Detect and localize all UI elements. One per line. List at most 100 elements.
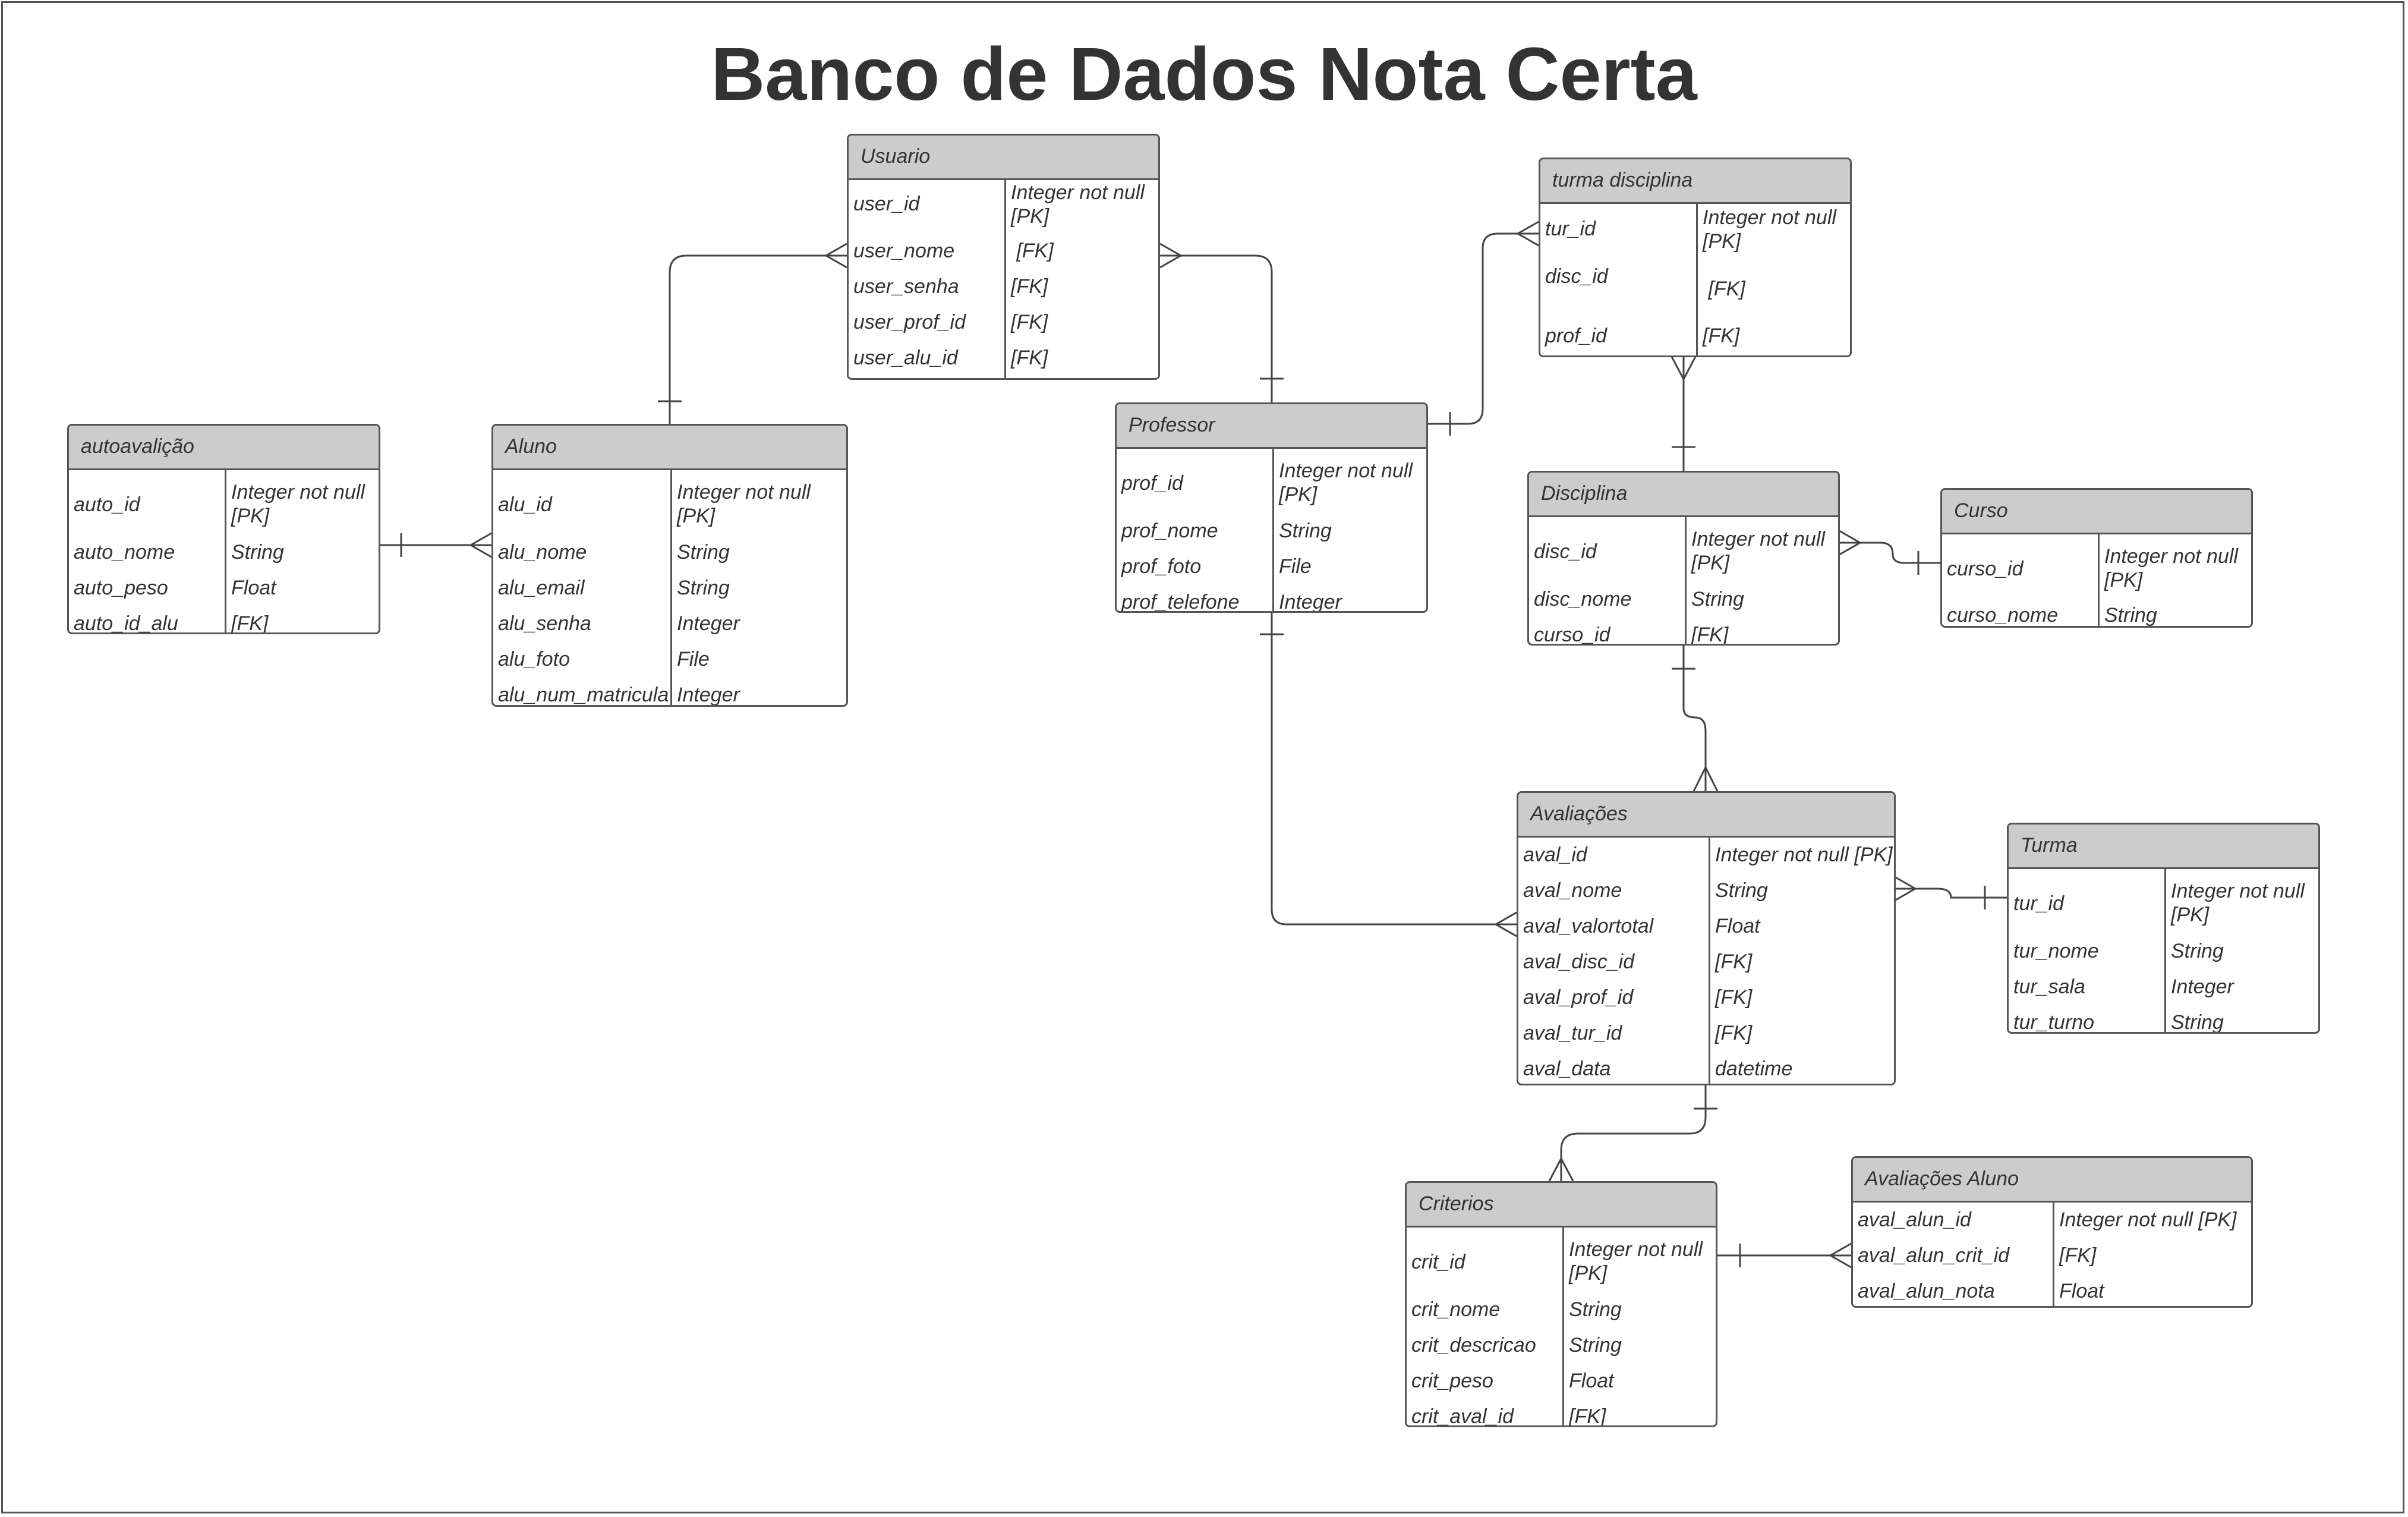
rel-disciplina-curso <box>1839 542 1940 564</box>
rel-avaliacoes-turma <box>1895 887 2007 899</box>
field-type: Float <box>1715 915 1760 937</box>
field-type: [FK] <box>1691 624 1729 646</box>
entity-title: autoavalição <box>69 426 379 470</box>
field-name: disc_id <box>1545 265 1608 288</box>
field-type: String <box>677 541 730 564</box>
field-type: Integer not null [PK] <box>1011 181 1145 228</box>
field-type: String <box>2171 1011 2224 1034</box>
field-type: String <box>231 541 284 564</box>
field-type: Integer <box>2171 975 2234 998</box>
entity-aluno[interactable]: Aluno alu_id Integer not null [PK] alu_n… <box>491 424 848 707</box>
entity-title: Professor <box>1117 404 1426 449</box>
field-name: user_alu_id <box>853 347 958 369</box>
field-type: [FK] <box>1703 278 1745 300</box>
entity-usuario[interactable]: Usuario user_id Integer not null [PK] us… <box>847 134 1160 380</box>
field-type: [FK] <box>1715 951 1753 973</box>
column-divider <box>225 470 226 632</box>
field-name: crit_id <box>1411 1251 1465 1273</box>
field-type: String <box>1279 520 1332 542</box>
crowfoot-turmadisciplina-disciplina <box>1671 356 1697 382</box>
field-name: aval_prof_id <box>1523 986 1634 1009</box>
field-type: datetime <box>1715 1058 1793 1080</box>
entity-title: Aluno <box>493 426 846 470</box>
column-divider <box>1709 838 1710 1084</box>
column-divider <box>1685 517 1687 644</box>
field-name: tur_turno <box>2013 1011 2095 1034</box>
crowfoot-avaliacoes-turma <box>1894 876 1918 902</box>
field-type: Float <box>2059 1280 2104 1302</box>
crowfoot-criterios-avaliacoes <box>1548 1156 1574 1182</box>
field-name: aval_data <box>1523 1058 1611 1080</box>
entity-curso[interactable]: Curso curso_id Integer not null [PK] cur… <box>1940 488 2253 628</box>
field-name: alu_nome <box>498 541 587 564</box>
field-name: curso_nome <box>1947 604 2059 627</box>
field-name: alu_email <box>498 577 585 599</box>
field-name: user_nome <box>853 240 955 262</box>
field-type: Integer not null [PK] <box>231 481 365 527</box>
crowfoot-turmadisciplina-professor <box>1515 221 1539 247</box>
column-divider <box>1272 449 1274 611</box>
field-type: Integer <box>677 612 740 635</box>
rel-aluno-usuario <box>669 254 847 424</box>
field-type: [FK] <box>1011 347 1048 369</box>
column-divider <box>2053 1203 2054 1306</box>
field-name: auto_nome <box>74 541 175 564</box>
field-name: user_senha <box>853 275 959 298</box>
field-name: prof_telefone <box>1121 591 1240 613</box>
entity-autoavaliacao[interactable]: autoavalição auto_id Integer not null [P… <box>67 424 380 634</box>
entity-disciplina[interactable]: Disciplina disc_id Integer not null [PK]… <box>1527 471 1840 646</box>
field-type: String <box>2171 940 2224 962</box>
field-name: alu_id <box>498 493 552 516</box>
field-type: String <box>1715 879 1768 902</box>
entity-criterios[interactable]: Criterios crit_id Integer not null [PK] … <box>1405 1181 1717 1427</box>
field-name: aval_disc_id <box>1523 951 1635 973</box>
field-name: aval_alun_nota <box>1858 1280 1995 1302</box>
field-name: tur_nome <box>2013 940 2099 962</box>
field-name: aval_id <box>1523 844 1587 866</box>
entity-turma[interactable]: Turma tur_id Integer not null [PK] tur_n… <box>2007 823 2320 1034</box>
field-name: alu_senha <box>498 612 591 635</box>
field-name: curso_id <box>1947 558 2024 580</box>
field-type: String <box>1569 1334 1622 1357</box>
field-name: crit_peso <box>1411 1370 1493 1392</box>
entity-avaliacoes-aluno[interactable]: Avaliações Aluno aval_alun_id Integer no… <box>1851 1156 2253 1308</box>
field-name: curso_id <box>1534 624 1610 646</box>
field-type: Integer not null [PK] <box>1569 1238 1703 1285</box>
entity-title: Curso <box>1942 490 2251 534</box>
field-type: Float <box>1569 1370 1614 1392</box>
field-name: alu_foto <box>498 648 570 671</box>
field-type: String <box>2104 604 2157 627</box>
field-type: Integer not null [PK] <box>1703 206 1836 253</box>
field-type: String <box>1691 588 1744 610</box>
field-type: File <box>1279 555 1312 578</box>
field-name: aval_valortotal <box>1523 915 1654 937</box>
entity-title: Disciplina <box>1529 473 1838 517</box>
crowfoot-avaliacoes-professor <box>1493 911 1517 937</box>
entity-professor[interactable]: Professor prof_id Integer not null [PK] … <box>1115 402 1428 613</box>
field-name: alu_num_matricula <box>498 684 669 706</box>
entity-turma-disciplina[interactable]: turma disciplina tur_id Integer not null… <box>1539 158 1852 357</box>
entity-avaliacoes[interactable]: Avaliações aval_id Integer not null [PK]… <box>1517 791 1896 1085</box>
field-name: user_prof_id <box>853 311 966 333</box>
field-type: Integer not null [PK] <box>1691 528 1825 574</box>
field-type: Integer not null [PK] <box>2104 545 2238 591</box>
entity-title: turma disciplina <box>1540 159 1850 204</box>
entity-title: Avaliações <box>1518 793 1894 838</box>
entity-title: Turma <box>2009 824 2318 869</box>
field-name: tur_id <box>2013 892 2065 915</box>
rel-professor-avaliacoes <box>1271 612 1517 926</box>
field-type: Integer not null [PK] <box>1715 844 1893 866</box>
column-divider <box>1562 1228 1564 1425</box>
column-divider <box>670 470 672 705</box>
field-name: disc_nome <box>1534 588 1632 610</box>
column-divider <box>2098 534 2100 626</box>
field-type: Integer not null [PK] <box>2171 880 2305 926</box>
field-type: [FK] <box>1569 1405 1606 1427</box>
field-name: prof_nome <box>1121 520 1218 542</box>
entity-title: Criterios <box>1407 1183 1716 1228</box>
field-name: aval_alun_id <box>1858 1208 1971 1231</box>
field-type: [FK] <box>1011 275 1048 298</box>
field-name: aval_nome <box>1523 879 1622 902</box>
field-type: String <box>1569 1298 1622 1321</box>
